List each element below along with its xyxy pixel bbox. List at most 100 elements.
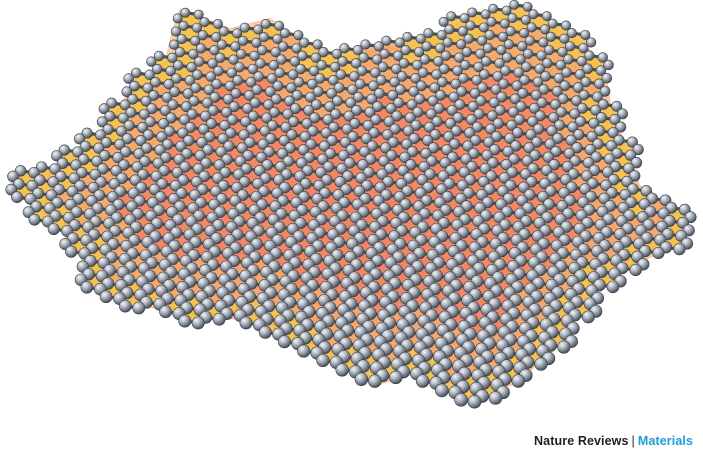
carbon-atom	[508, 153, 520, 165]
carbon-atom	[119, 99, 131, 111]
carbon-atom	[146, 103, 158, 115]
carbon-atom	[221, 153, 233, 166]
carbon-atom	[507, 13, 518, 24]
carbon-atom	[58, 144, 70, 156]
carbon-atom	[438, 63, 450, 75]
carbon-atom	[123, 120, 135, 132]
carbon-atom	[455, 39, 467, 50]
carbon-atom	[543, 44, 555, 56]
carbon-atom	[510, 140, 522, 152]
carbon-atom	[626, 136, 638, 148]
carbon-atom	[530, 89, 542, 101]
carbon-atom	[239, 316, 253, 330]
carbon-atom	[381, 129, 393, 141]
carbon-atom	[408, 86, 420, 97]
carbon-atom	[605, 140, 617, 152]
carbon-atom	[469, 134, 482, 146]
carbon-atom	[216, 39, 228, 50]
carbon-atom	[47, 223, 60, 236]
carbon-atom	[497, 31, 509, 42]
carbon-atom	[186, 62, 197, 73]
carbon-atom	[167, 99, 179, 111]
carbon-atom	[486, 16, 497, 27]
carbon-atom	[357, 159, 369, 171]
carbon-atom	[274, 20, 285, 31]
carbon-atom	[460, 153, 472, 165]
carbon-atom	[161, 138, 174, 150]
carbon-atom	[295, 157, 308, 169]
carbon-atom	[299, 131, 311, 143]
carbon-atom	[130, 67, 142, 79]
carbon-atom	[232, 75, 243, 86]
carbon-atom	[617, 108, 628, 120]
carbon-atom	[559, 33, 570, 44]
carbon-atom	[502, 145, 514, 158]
carbon-atom	[343, 157, 356, 169]
carbon-atom	[360, 132, 373, 145]
carbon-atom	[167, 52, 178, 64]
carbon-atom	[399, 151, 411, 163]
carbon-atom	[511, 80, 523, 92]
carbon-atom	[385, 149, 398, 162]
carbon-atom	[260, 18, 271, 29]
carbon-atom	[559, 80, 571, 92]
carbon-atom	[286, 129, 298, 141]
carbon-atom	[309, 112, 321, 124]
carbon-atom	[172, 13, 183, 24]
carbon-atom	[396, 71, 408, 82]
carbon-atom	[494, 57, 505, 69]
carbon-atom	[410, 119, 422, 131]
carbon-atom	[613, 134, 625, 146]
carbon-atom	[324, 147, 336, 160]
carbon-atom	[540, 71, 551, 82]
carbon-atom	[80, 281, 94, 294]
carbon-atom	[488, 3, 499, 14]
carbon-atom	[498, 78, 509, 90]
carbon-atom	[217, 133, 229, 145]
carbon-atom	[184, 75, 196, 86]
carbon-atom	[276, 148, 289, 160]
carbon-atom	[578, 42, 589, 54]
carbon-atom	[458, 72, 469, 84]
carbon-atom	[119, 146, 132, 158]
carbon-atom	[129, 80, 140, 92]
carbon-atom	[467, 7, 478, 18]
carbon-atom	[289, 56, 301, 67]
carbon-atom	[524, 35, 535, 46]
carbon-atom	[534, 63, 545, 75]
carbon-atom	[548, 112, 560, 124]
carbon-atom	[375, 74, 387, 86]
carbon-atom	[343, 110, 355, 122]
carbon-atom	[509, 93, 521, 105]
carbon-atom	[564, 41, 576, 52]
carbon-atom	[279, 28, 291, 39]
carbon-atom	[242, 149, 254, 162]
carbon-atom	[611, 147, 623, 159]
carbon-atom	[148, 90, 160, 101]
carbon-atom	[557, 46, 568, 57]
carbon-atom	[127, 93, 139, 105]
carbon-atom	[205, 71, 217, 82]
carbon-atom	[473, 108, 485, 120]
carbon-atom	[213, 159, 226, 171]
carbon-atom	[603, 153, 616, 165]
carbon-atom	[578, 89, 590, 101]
carbon-atom	[419, 54, 431, 65]
carbon-atom	[400, 44, 411, 56]
carbon-atom	[237, 35, 249, 46]
carbon-atom	[169, 39, 180, 50]
carbon-atom	[265, 133, 277, 145]
carbon-atom	[219, 119, 231, 131]
carbon-atom	[454, 393, 468, 407]
carbon-atom	[368, 80, 379, 92]
carbon-atom	[263, 146, 275, 158]
carbon-atom	[263, 99, 274, 111]
carbon-atom	[496, 91, 508, 103]
carbon-atom	[211, 78, 222, 90]
carbon-atom	[624, 149, 637, 161]
carbon-atom	[467, 101, 479, 112]
carbon-atom	[257, 138, 269, 150]
carbon-atom	[406, 146, 419, 158]
carbon-atom	[112, 151, 124, 164]
